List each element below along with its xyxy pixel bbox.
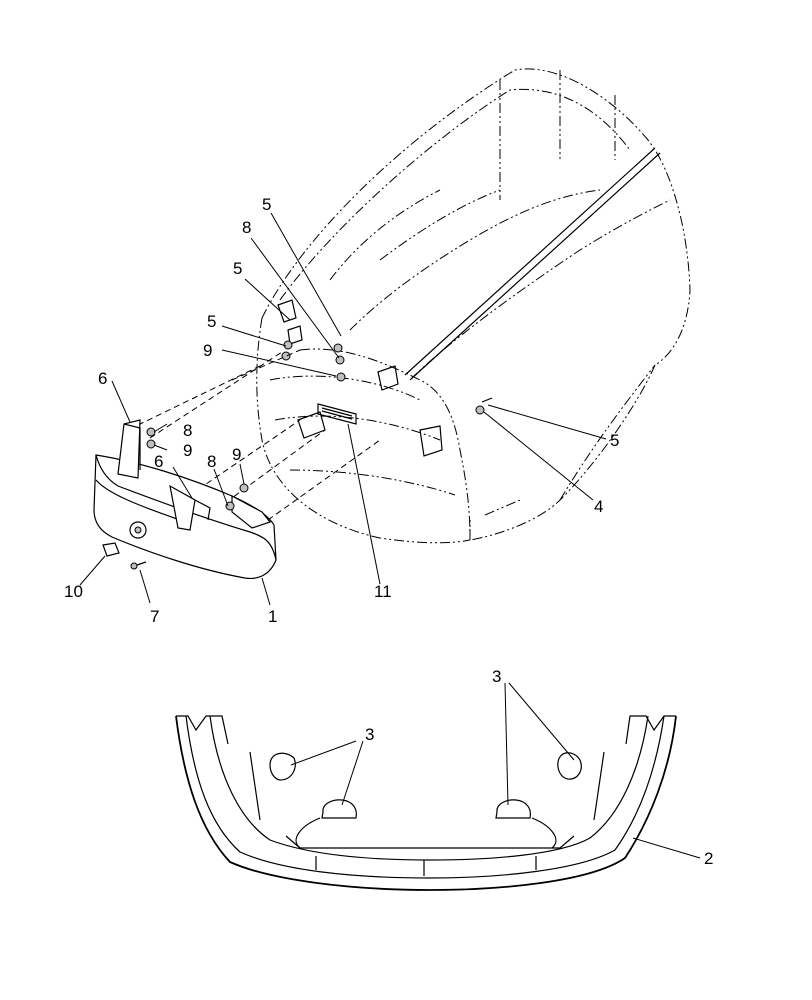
callout-10: 10 [64, 582, 83, 601]
callout-8: 8 [207, 452, 216, 471]
callout-8: 8 [242, 218, 251, 237]
hood-hardware [277, 299, 493, 457]
callout-4: 4 [594, 497, 603, 516]
callout-9: 9 [183, 441, 192, 460]
callout-9: 9 [232, 445, 241, 464]
callout-6: 6 [98, 369, 107, 388]
callout-5: 5 [207, 312, 216, 331]
grille-assembly [175, 715, 677, 891]
callout-5: 5 [262, 195, 271, 214]
callout-1: 1 [268, 607, 277, 626]
callout-labels: 5 8 5 5 9 6 8 9 6 8 9 5 4 10 7 1 11 3 3 … [64, 195, 713, 868]
callout-6: 6 [154, 452, 163, 471]
loose-fasteners [102, 427, 249, 570]
callout-3: 3 [492, 667, 501, 686]
callout-11: 11 [374, 582, 392, 601]
callout-7: 7 [150, 607, 159, 626]
callout-3: 3 [365, 725, 374, 744]
callout-9: 9 [203, 341, 212, 360]
callout-5: 5 [233, 259, 242, 278]
callout-5: 5 [610, 431, 619, 450]
leader-lines [79, 212, 701, 859]
hood-phantom-outline [256, 68, 691, 544]
callout-2: 2 [704, 849, 713, 868]
callout-8: 8 [183, 421, 192, 440]
